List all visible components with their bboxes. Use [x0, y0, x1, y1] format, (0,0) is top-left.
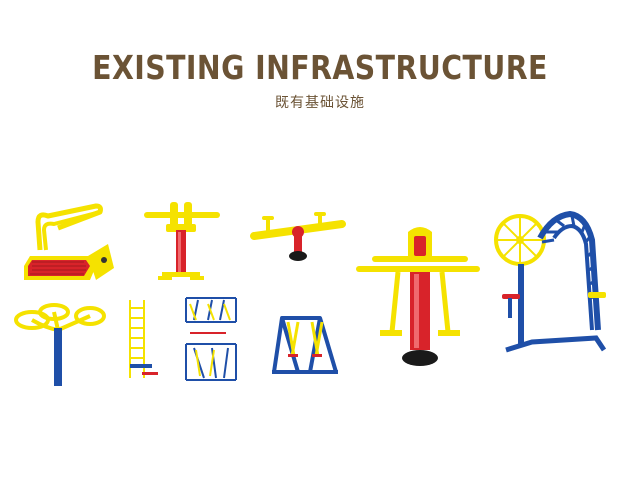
air-walker-icon: [272, 316, 338, 374]
waist-twister-icon: [144, 202, 220, 280]
tai-chi-wheel-icon: [14, 303, 106, 386]
page-subtitle: 既有基础设施: [275, 95, 365, 111]
double-rider-machine-icon: [356, 227, 480, 366]
ladder-and-walker-set-icon: [129, 297, 237, 381]
wheel-and-ladder-machine-icon: [494, 210, 607, 353]
page-title: EXISTING INFRASTRUCTURE: [92, 48, 548, 87]
stepper-machine-icon: [24, 203, 114, 280]
seesaw-icon: [250, 212, 346, 261]
